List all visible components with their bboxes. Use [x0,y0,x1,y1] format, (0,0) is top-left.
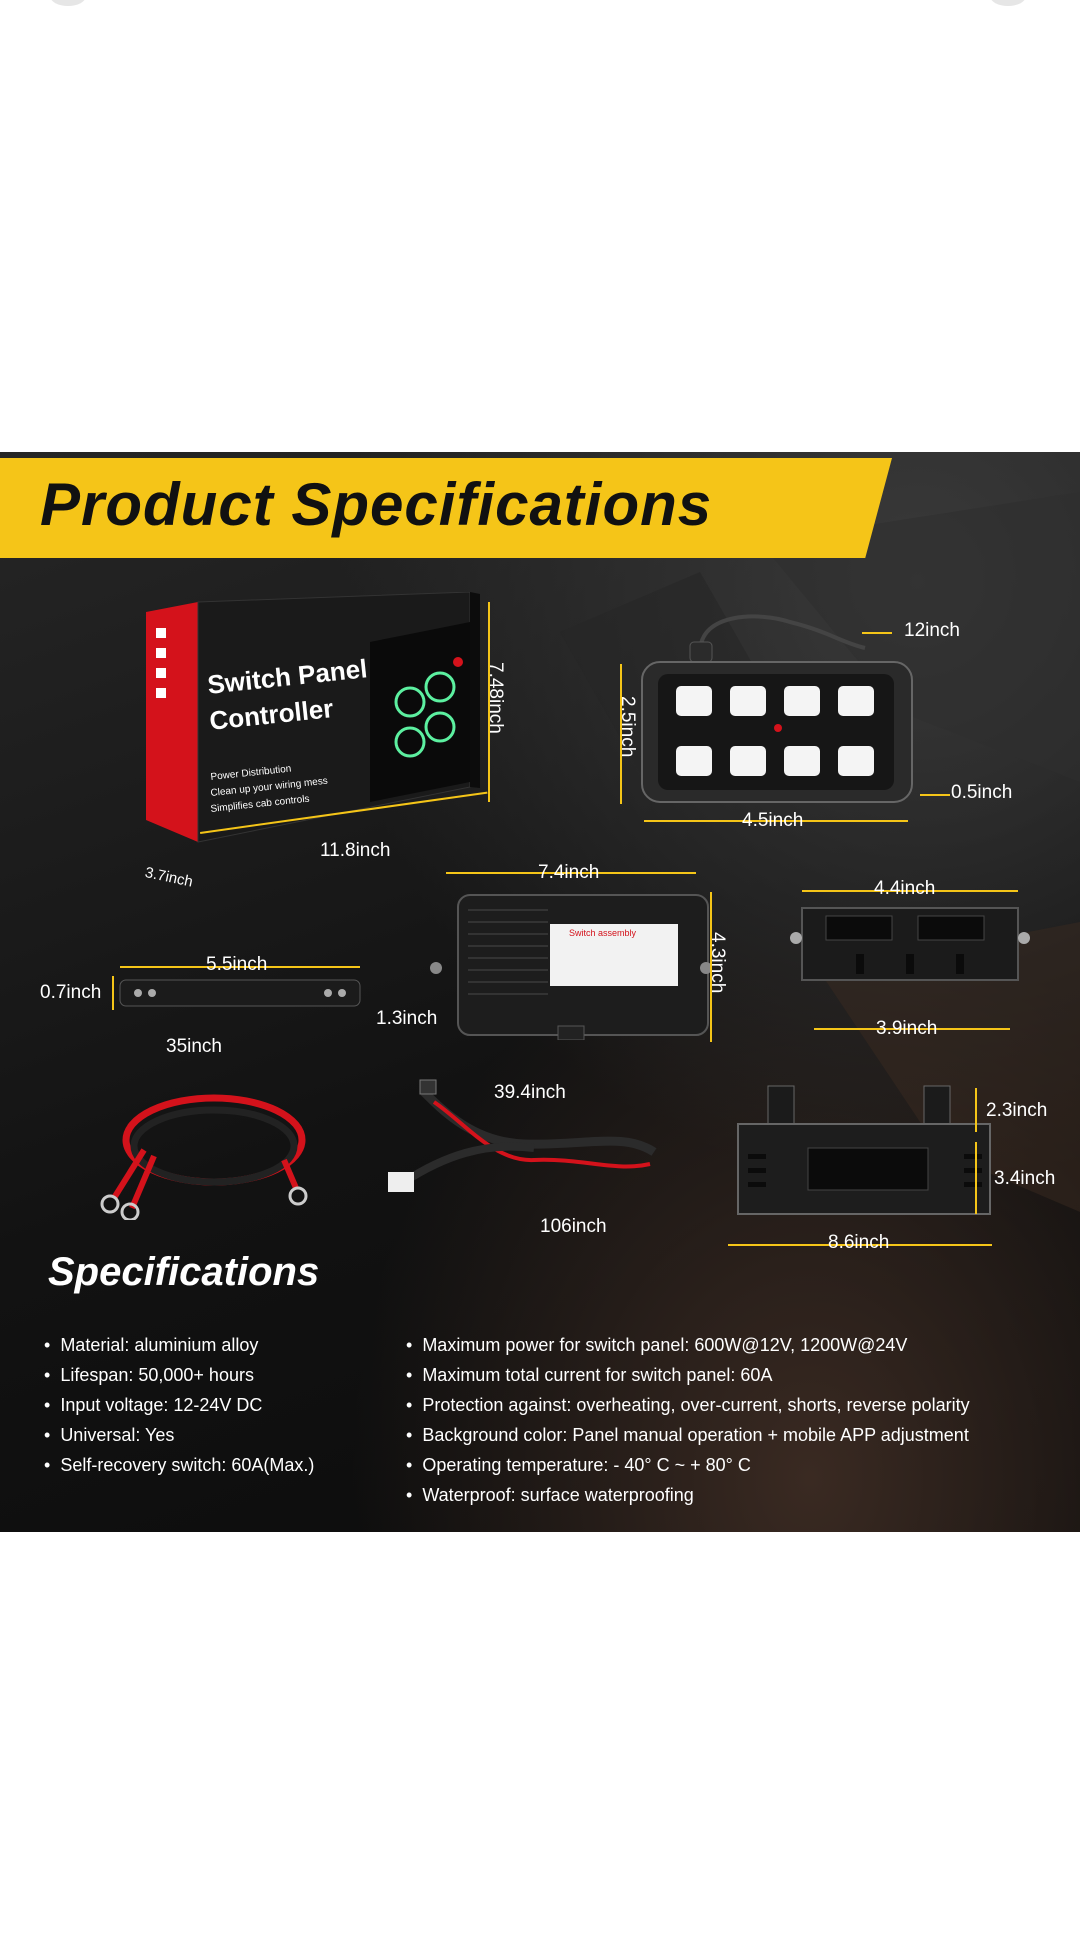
wiring-harness-image [388,1079,657,1192]
mount-width-label: 8.6inch [828,1232,890,1253]
spec-item: Maximum power for switch panel: 600W@12V… [406,1330,970,1360]
spec-item: Waterproof: surface waterproofing [406,1480,970,1510]
mount-tab-label: 2.3inch [986,1100,1048,1121]
top-edge-shadow [990,0,1026,6]
product-spec-image: Product Specifications Switch Panel Cont… [0,452,1080,1532]
dimension-line [862,632,892,634]
control-module-image [430,894,712,1040]
box-height-label: 7.48inch [485,662,506,734]
spec-item: Operating temperature: - 40° C ~ + 80° C [406,1450,970,1480]
spec-item: Universal: Yes [44,1420,314,1450]
box-width-label: 11.8inch [320,840,391,861]
spec-item: Protection against: overheating, over-cu… [406,1390,969,1420]
panel-cable-label: 12inch [904,620,960,641]
dimension-line [644,820,908,822]
power-cable-image [100,1094,308,1220]
spec-item: Input voltage: 12-24V DC [44,1390,314,1420]
panel-depth-label: 0.5inch [951,782,1013,803]
product-box-image [146,592,480,843]
spec-item: Lifespan: 50,000+ hours [44,1360,314,1390]
module-depth-label: 1.3inch [376,1008,438,1029]
dimension-line [620,664,622,804]
plate-height-label: 0.7inch [40,982,102,1003]
module-height-label: 4.3inch [707,932,728,994]
dimension-line [446,872,696,874]
spec-item: Maximum total current for switch panel: … [406,1360,970,1390]
switch-panel-image [641,614,913,803]
dimension-line [112,976,114,1010]
plate-width-label: 5.5inch [206,954,268,975]
panel-width-label: 4.5inch [742,810,804,831]
specifications-title: Specifications [48,1250,320,1294]
spec-list-right: Maximum power for switch panel: 600W@12V… [406,1330,970,1510]
dimension-line [728,1244,992,1246]
dimension-line [710,892,712,1042]
module-label: Switch assembly [569,928,637,938]
page-title: Product Specifications [40,471,713,538]
dimension-line [488,602,490,802]
mount-height-label: 3.4inch [994,1168,1056,1189]
cable-length-label: 35inch [166,1036,222,1057]
harness-short-label: 39.4inch [494,1082,566,1103]
top-edge-shadow [50,0,86,6]
dimension-line [802,890,1018,892]
dimension-line [975,1088,977,1132]
dimension-line [814,1028,1010,1030]
mounting-plate-image [119,979,361,1007]
bracket-base-label: 3.9inch [876,1018,938,1039]
harness-long-label: 106inch [540,1216,607,1237]
bracket-image [790,907,1030,981]
spec-item: Material: aluminium alloy [44,1330,314,1360]
dimension-line [975,1142,977,1214]
title-banner [0,458,892,558]
mount-bracket-image [737,1085,991,1215]
dimension-line [920,794,950,796]
bracket-width-label: 4.4inch [874,878,936,899]
spec-item: Background color: Panel manual operation… [406,1420,970,1450]
spec-item: Self-recovery switch: 60A(Max.) [44,1450,314,1480]
dimension-line [120,966,360,968]
module-width-label: 7.4inch [538,862,600,883]
panel-height-label: 2.5inch [617,696,638,758]
spec-list-left: Material: aluminium alloy Lifespan: 50,0… [44,1330,314,1480]
